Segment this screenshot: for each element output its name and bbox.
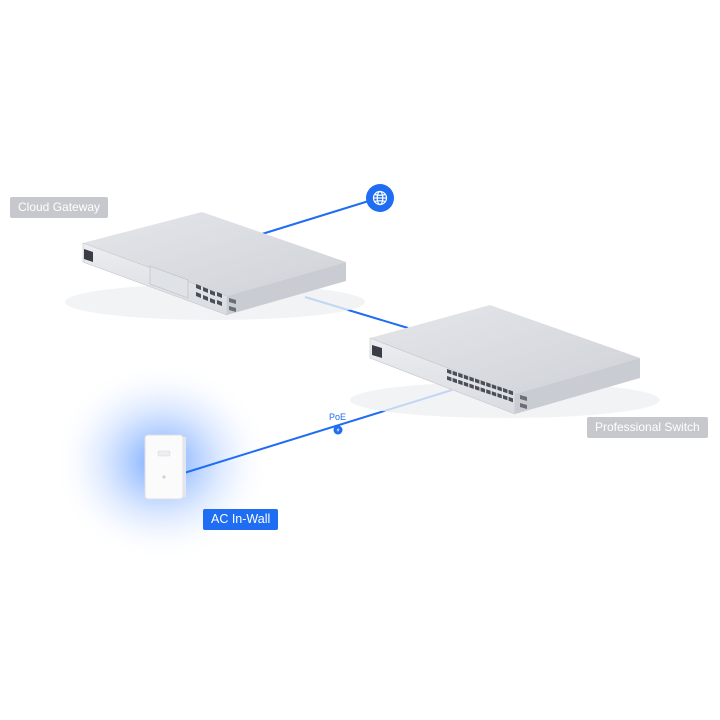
switch-ethernet-ports — [447, 369, 513, 403]
switch-sfp-ports — [520, 395, 527, 409]
switch-side-panel — [515, 358, 640, 414]
access-point-side — [183, 437, 186, 497]
gateway-drive-bay — [149, 265, 189, 299]
poe-label: PoE — [329, 412, 347, 422]
bolt-icon — [336, 427, 340, 433]
internet-globe[interactable] — [366, 184, 394, 212]
gateway-sfp-ports — [229, 298, 236, 312]
ac-in-wall-label: AC In-Wall — [203, 509, 279, 530]
poe-marker — [333, 425, 343, 435]
switch-display — [372, 345, 382, 358]
professional-switch-device[interactable] — [350, 305, 660, 418]
gateway-ethernet-ports — [196, 284, 222, 306]
ac-in-wall-device[interactable] — [144, 434, 186, 500]
gateway-side-panel — [227, 262, 346, 315]
access-point-led — [162, 475, 166, 479]
cloud-gateway-device[interactable] — [65, 212, 365, 320]
gateway-display — [84, 249, 93, 262]
access-point-body — [144, 434, 184, 500]
access-point-port — [157, 450, 171, 457]
professional-switch-label: Professional Switch — [587, 417, 708, 438]
cloud-gateway-label: Cloud Gateway — [10, 197, 109, 218]
globe-icon — [372, 190, 388, 206]
switch-top-panel — [370, 305, 640, 394]
gateway-top-panel — [83, 212, 346, 296]
link-internet-gateway — [261, 199, 373, 235]
